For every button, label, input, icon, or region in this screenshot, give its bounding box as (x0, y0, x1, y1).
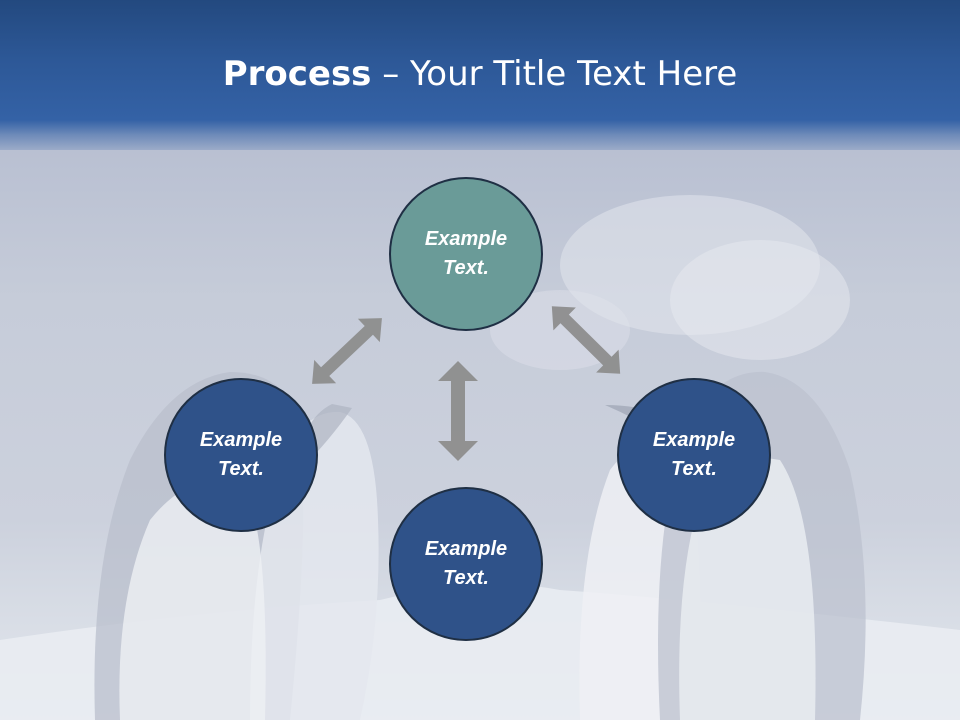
title-rest: – Your Title Text Here (371, 54, 738, 94)
double-arrow-right-icon (551, 306, 621, 374)
title-bar (0, 0, 960, 150)
node-right-line2: Text. (671, 458, 717, 480)
process-node-top[interactable]: Example Text. (389, 177, 543, 331)
double-arrow-vertical-icon (438, 361, 478, 461)
node-top-text: Example Text. (406, 225, 526, 283)
node-bottom-line2: Text. (443, 567, 489, 589)
node-top-line1: Example (424, 228, 508, 250)
node-left-line2: Text. (218, 458, 264, 480)
node-right-line1: Example (652, 429, 736, 451)
node-left-text: Example Text. (181, 426, 301, 484)
node-right-text: Example Text. (634, 426, 754, 484)
node-top-line2: Text. (443, 257, 489, 279)
node-bottom-line1: Example (424, 538, 508, 560)
process-node-right[interactable]: Example Text. (617, 378, 771, 532)
process-node-left[interactable]: Example Text. (164, 378, 318, 532)
title-bold: Process (222, 54, 372, 94)
double-arrow-left-icon (312, 318, 382, 384)
slide-title: Process – Your Title Text Here (0, 52, 960, 96)
node-bottom-text: Example Text. (406, 535, 526, 593)
node-left-line1: Example (199, 429, 283, 451)
process-node-bottom[interactable]: Example Text. (389, 487, 543, 641)
